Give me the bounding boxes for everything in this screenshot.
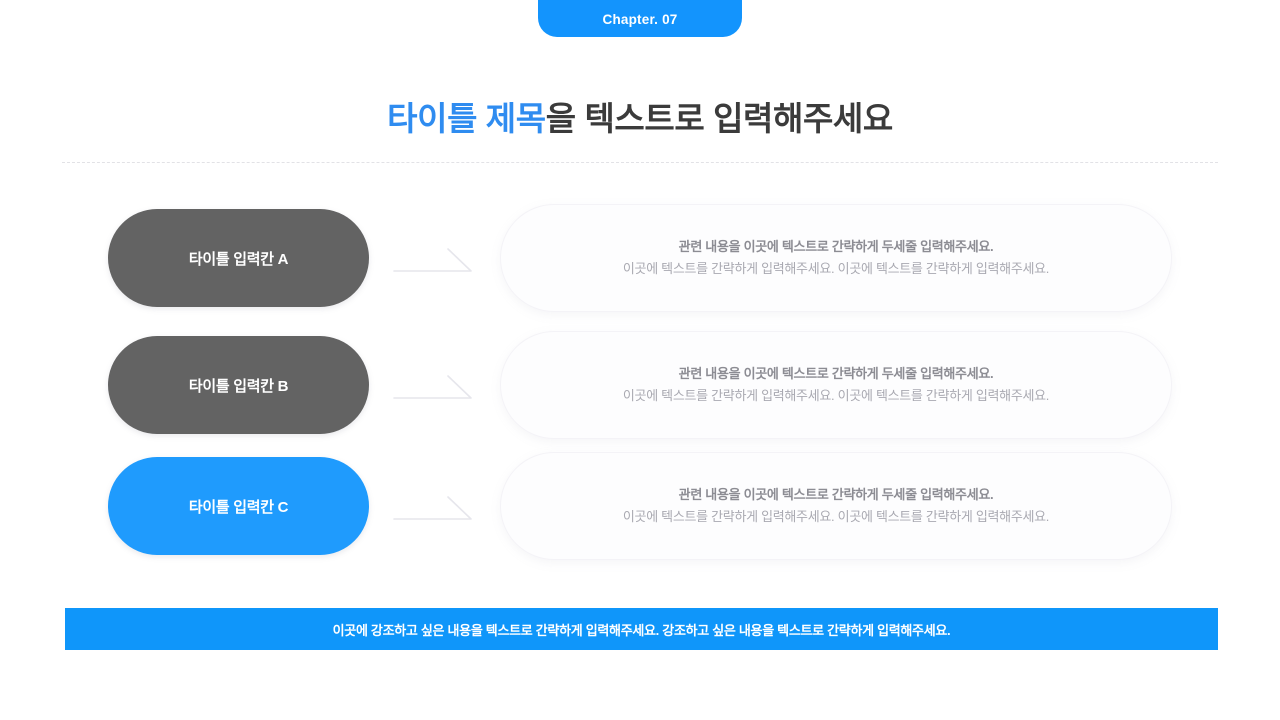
content-row: 타이틀 입력칸 B 관련 내용을 이곳에 텍스트로 간략하게 두세줄 입력해주세…	[0, 331, 1280, 439]
chapter-badge: Chapter. 07	[538, 0, 742, 37]
step-pill-b[interactable]: 타이틀 입력칸 B	[108, 336, 369, 434]
arrow-connector-icon	[392, 489, 478, 527]
arrow-connector-icon	[392, 241, 478, 279]
page-title-rest: 을 텍스트로 입력해주세요	[545, 100, 894, 137]
emphasis-bar-label: 이곳에 강조하고 싶은 내용을 텍스트로 간략하게 입력해주세요. 강조하고 싶…	[332, 622, 951, 638]
page-title-accent: 타이틀 제목	[387, 100, 546, 137]
content-row: 타이틀 입력칸 A 관련 내용을 이곳에 텍스트로 간략하게 두세줄 입력해주세…	[0, 204, 1280, 312]
description-line-2: 이곳에 텍스트를 간략하게 입력해주세요. 이곳에 텍스트를 간략하게 입력해주…	[622, 261, 1050, 276]
description-line-2: 이곳에 텍스트를 간략하게 입력해주세요. 이곳에 텍스트를 간략하게 입력해주…	[622, 388, 1050, 403]
description-card: 관련 내용을 이곳에 텍스트로 간략하게 두세줄 입력해주세요. 이곳에 텍스트…	[500, 331, 1172, 439]
arrow-connector-icon	[392, 368, 478, 406]
emphasis-bar: 이곳에 강조하고 싶은 내용을 텍스트로 간략하게 입력해주세요. 강조하고 싶…	[65, 608, 1218, 650]
chapter-badge-label: Chapter. 07	[602, 12, 678, 27]
description-line-2: 이곳에 텍스트를 간략하게 입력해주세요. 이곳에 텍스트를 간략하게 입력해주…	[622, 509, 1050, 524]
description-card: 관련 내용을 이곳에 텍스트로 간략하게 두세줄 입력해주세요. 이곳에 텍스트…	[500, 204, 1172, 312]
step-pill-label: 타이틀 입력칸 B	[188, 377, 289, 395]
step-pill-label: 타이틀 입력칸 A	[188, 250, 289, 268]
page-title: 타이틀 제목을 텍스트로 입력해주세요	[0, 92, 1280, 140]
description-line-1: 관련 내용을 이곳에 텍스트로 간략하게 두세줄 입력해주세요.	[678, 239, 994, 254]
content-row: 타이틀 입력칸 C 관련 내용을 이곳에 텍스트로 간략하게 두세줄 입력해주세…	[0, 452, 1280, 560]
description-line-1: 관련 내용을 이곳에 텍스트로 간략하게 두세줄 입력해주세요.	[678, 487, 994, 502]
description-card: 관련 내용을 이곳에 텍스트로 간략하게 두세줄 입력해주세요. 이곳에 텍스트…	[500, 452, 1172, 560]
header-divider	[62, 162, 1218, 163]
step-pill-a[interactable]: 타이틀 입력칸 A	[108, 209, 369, 307]
description-line-1: 관련 내용을 이곳에 텍스트로 간략하게 두세줄 입력해주세요.	[678, 366, 994, 381]
step-pill-label: 타이틀 입력칸 C	[188, 498, 289, 516]
step-pill-c[interactable]: 타이틀 입력칸 C	[108, 457, 369, 555]
